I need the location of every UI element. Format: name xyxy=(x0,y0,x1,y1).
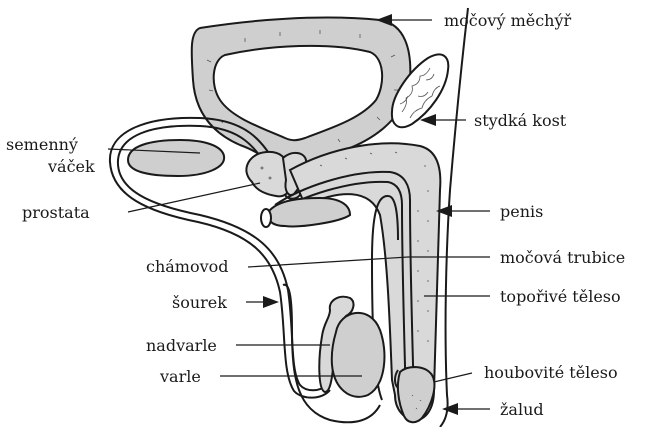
label-testis: varle xyxy=(159,367,201,386)
seminal-vesicle-shape xyxy=(128,140,224,176)
label-bladder: močový měchýř xyxy=(444,11,572,30)
label-corpus-spongiosum: houbovité těleso xyxy=(484,363,618,382)
label-urethra: močová trubice xyxy=(500,248,625,267)
label-scrotum: šourek xyxy=(172,293,227,312)
label-pubic-bone: stydká kost xyxy=(474,111,567,130)
label-seminal-vesicle-2: váček xyxy=(47,157,95,176)
label-penis: penis xyxy=(500,202,543,221)
label-seminal-vesicle-1: semenný xyxy=(6,135,78,154)
label-epididymis: nadvarle xyxy=(146,336,217,355)
label-glans: žalud xyxy=(500,400,544,419)
label-prostate: prostata xyxy=(22,203,90,222)
testis-shape xyxy=(319,297,384,397)
label-vas-deferens: chámovod xyxy=(146,257,229,276)
label-corpus-cavernosum: topořivé těleso xyxy=(500,287,621,306)
